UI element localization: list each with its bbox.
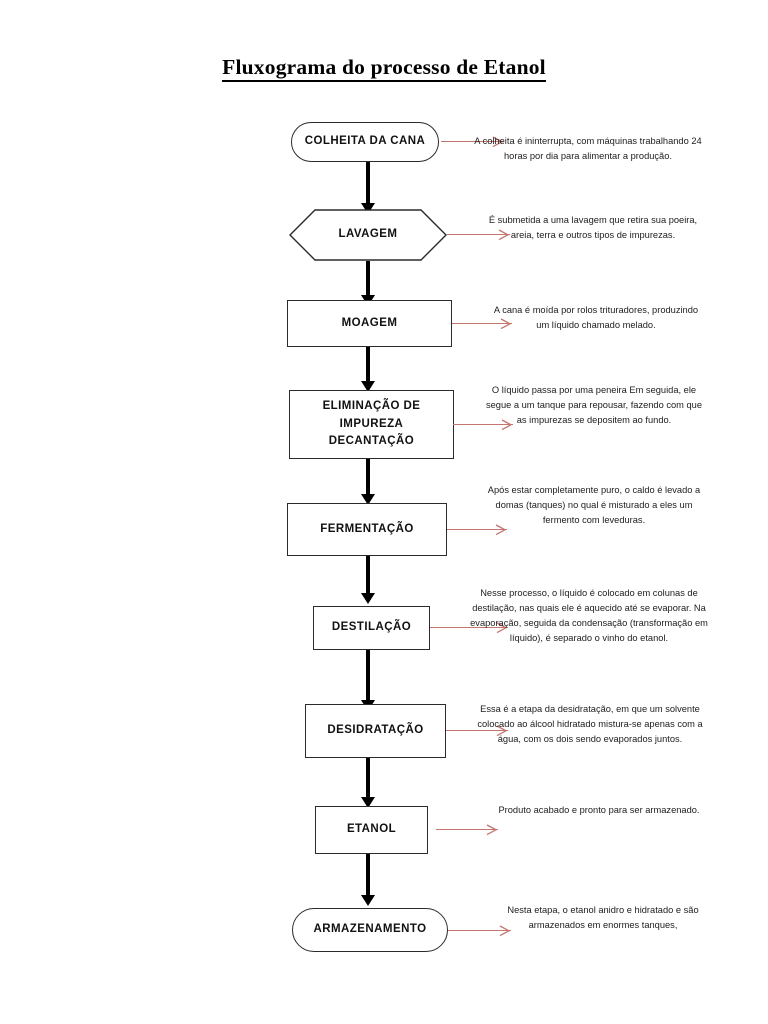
flow-node-etanol-label: ETANOL [346, 823, 397, 836]
flow-node-desidratacao-label: DESIDRATAÇÃO [327, 724, 424, 737]
flow-description-lavagem: É submetida a uma lavagem que retira sua… [488, 215, 698, 241]
annotation-arrow-line [453, 424, 513, 426]
annotation-arrow-head-icon [492, 136, 504, 148]
annotation-arrow-head-icon [501, 419, 513, 431]
annotation-arrow-line [447, 234, 510, 236]
annotation-arrow-line [436, 829, 498, 831]
annotation-arrow-line [448, 930, 511, 932]
annotation-arrow-head-icon [500, 318, 512, 330]
annotation-arrow-lavagem [447, 229, 510, 241]
connector-stem [365, 556, 371, 593]
flow-node-eliminacao-label: ELIMINAÇÃO DE IMPUREZA DECANTAÇÃO [322, 399, 421, 448]
connector-colheita-to-lavagem [358, 162, 378, 214]
flow-node-destilacao-label: DESTILAÇÃO [331, 621, 412, 634]
annotation-arrow-line [447, 529, 507, 531]
connector-desidratacao-to-etanol [358, 758, 378, 808]
connector-stem [365, 650, 371, 700]
annotation-arrow-line [446, 730, 508, 732]
page-title: Fluxograma do processo de Etanol [0, 55, 768, 82]
annotation-arrow-head-icon [496, 725, 508, 737]
flow-node-fermentacao-label: FERMENTAÇÃO [320, 522, 414, 535]
flow-description-desidratacao: Essa é a etapa da desidratação, em que u… [477, 704, 703, 745]
flow-node-moagem-label: MOAGEM [341, 316, 398, 329]
connector-arrowhead [361, 895, 375, 906]
flow-node-destilacao[interactable]: DESTILAÇÃO [313, 606, 430, 650]
connector-fermentacao-to-destilacao [358, 556, 378, 604]
flow-node-armazenamento[interactable]: ARMAZENAMENTO [292, 908, 448, 952]
annotation-arrow-head-icon [486, 824, 498, 836]
flow-description-destilacao: Nesse processo, o líquido é colocado em … [470, 588, 708, 644]
flow-node-eliminacao-impureza-decantacao[interactable]: ELIMINAÇÃO DE IMPUREZA DECANTAÇÃO [289, 390, 454, 459]
flow-node-etanol[interactable]: ETANOL [315, 806, 428, 854]
flow-description-armazenamento: Nesta etapa, o etanol anidro e hidratado… [507, 905, 699, 931]
flow-node-colheita[interactable]: COLHEITA DA CANA [291, 122, 439, 162]
annotation-arrow-destilacao [430, 622, 508, 634]
flow-description-eliminacao: O líquido passa por uma peneira Em segui… [485, 385, 703, 426]
annotation-arrow-line [441, 141, 504, 143]
annotation-arrow-head-icon [499, 925, 511, 937]
annotation-arrow-etanol [436, 824, 498, 836]
annotation-arrow-moagem [452, 318, 512, 330]
flow-description-colheita: A colheita é ininterrupta, com máquinas … [474, 136, 702, 162]
annotation-arrow-desidratacao [446, 725, 508, 737]
connector-arrowhead [361, 797, 375, 808]
connector-stem [365, 758, 371, 797]
flow-node-armazenamento-label: ARMAZENAMENTO [313, 923, 427, 936]
flow-node-desidratacao[interactable]: DESIDRATAÇÃO [305, 704, 446, 758]
annotation-arrow-line [430, 627, 508, 629]
connector-arrowhead [361, 593, 375, 604]
annotation-arrow-armazenamento [448, 925, 511, 937]
annotation-arrow-head-icon [495, 524, 507, 536]
connector-stem [365, 854, 371, 895]
flow-node-lavagem[interactable]: LAVAGEM [289, 209, 447, 261]
flow-description-moagem: A cana é moída por rolos trituradores, p… [493, 305, 699, 331]
page-title-text: Fluxograma do processo de Etanol [222, 55, 546, 82]
connector-arrowhead [361, 381, 375, 392]
flow-node-lavagem-label: LAVAGEM [338, 228, 398, 241]
connector-arrowhead [361, 494, 375, 505]
connector-eliminacao-to-fermentacao [358, 459, 378, 505]
annotation-arrow-line [452, 323, 512, 325]
flow-node-moagem[interactable]: MOAGEM [287, 300, 452, 347]
connector-stem [365, 347, 371, 381]
connector-arrowhead [361, 203, 375, 214]
connector-destilacao-to-desidratacao [358, 650, 378, 711]
annotation-arrow-head-icon [496, 622, 508, 634]
flow-description-fermentacao: Após estar completamente puro, o caldo é… [487, 485, 701, 526]
hexagon-shape-icon [289, 209, 447, 261]
connector-stem [365, 261, 371, 295]
annotation-arrow-colheita [441, 136, 504, 148]
connector-stem [365, 162, 371, 203]
annotation-arrow-eliminacao [453, 419, 513, 431]
flow-node-fermentacao[interactable]: FERMENTAÇÃO [287, 503, 447, 556]
connector-moagem-to-eliminacao [358, 347, 378, 392]
connector-etanol-to-armazenamento [358, 854, 378, 906]
flow-node-colheita-label: COLHEITA DA CANA [304, 135, 426, 148]
connector-stem [365, 459, 371, 494]
annotation-arrow-head-icon [498, 229, 510, 241]
flow-description-etanol: Produto acabado e pronto para ser armaze… [498, 805, 700, 815]
annotation-arrow-fermentacao [447, 524, 507, 536]
